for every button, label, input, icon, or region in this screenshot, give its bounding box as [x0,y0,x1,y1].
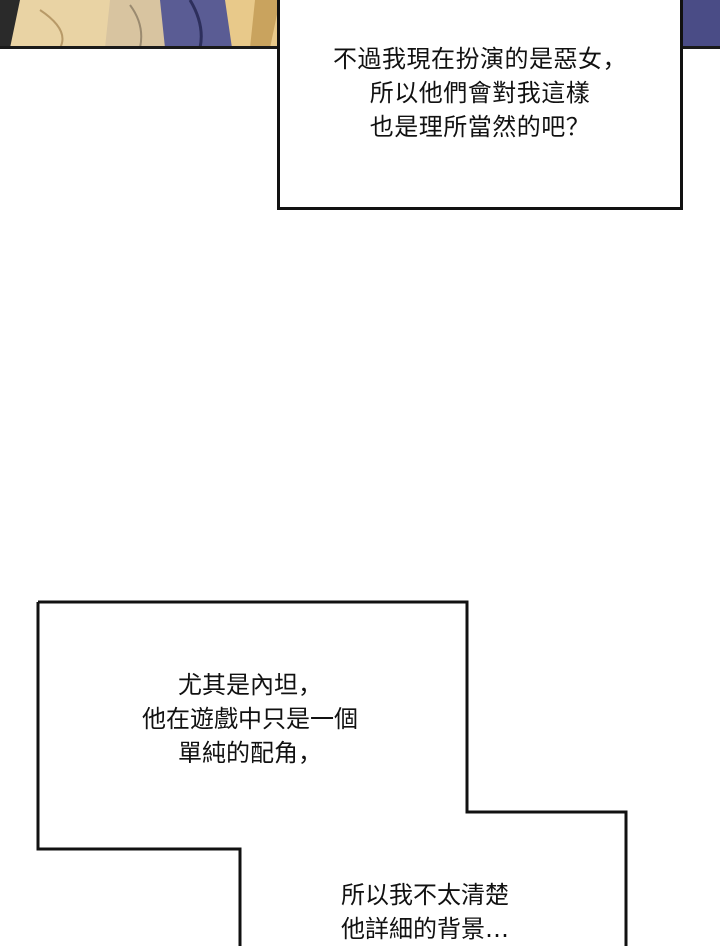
narration-line: 尤其是內坦， [178,671,322,699]
narration-text-lower: 所以我不太清楚 他詳細的背景… [240,878,610,946]
narration-line: 所以我不太清楚 [341,881,509,909]
narration-text-middle: 尤其是內坦， 他在遊戲中只是一個 單純的配角， [100,668,400,770]
narration-line: 也是理所當然的吧？ [369,113,591,141]
narration-box-top: 不過我現在扮演的是惡女， 所以他們會對我這樣 也是理所當然的吧？ [277,0,683,210]
narration-line: 他在遊戲中只是一個 [142,705,358,733]
narration-text-top: 不過我現在扮演的是惡女， 所以他們會對我這樣 也是理所當然的吧？ [280,42,680,144]
narration-line: 不過我現在扮演的是惡女， [333,45,627,73]
narration-line: 所以他們會對我這樣 [369,79,591,107]
narration-line: 單純的配角， [178,739,322,767]
narration-line: 他詳細的背景… [341,915,509,943]
